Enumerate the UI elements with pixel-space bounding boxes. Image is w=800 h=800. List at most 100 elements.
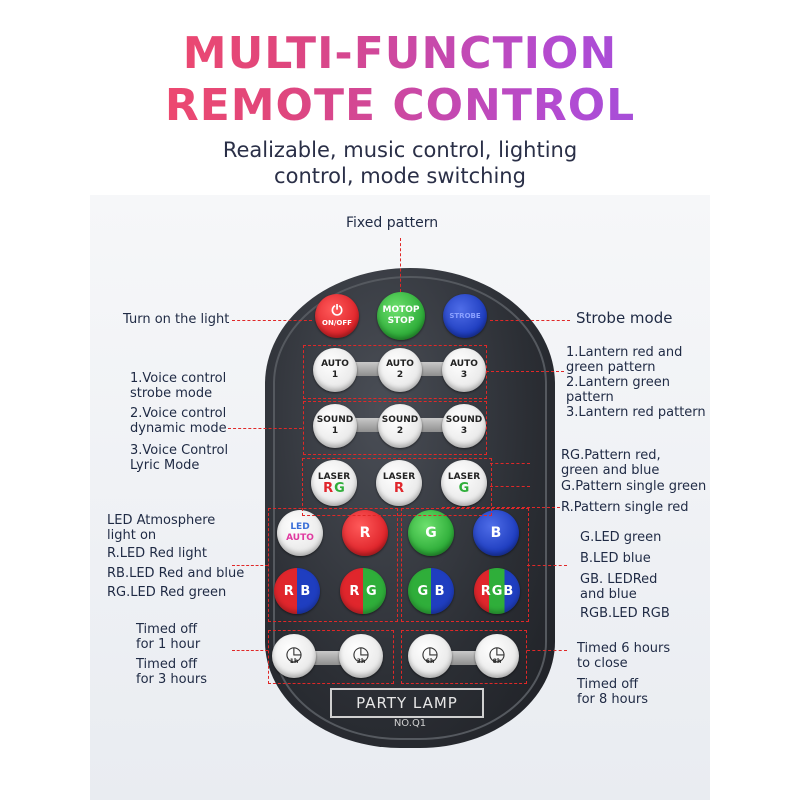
led-atmosphere-line-b: light on (107, 528, 157, 543)
timer-6h-button[interactable]: ◷ 6h (408, 634, 452, 678)
lantern-line (486, 371, 564, 372)
remote-body (265, 268, 555, 748)
power-icon: ⏻ (331, 302, 343, 319)
laser-r-button[interactable]: LASER R (376, 460, 422, 506)
g-letter: G (417, 583, 429, 599)
led-b-button[interactable]: B (473, 510, 519, 556)
g-letter: G (458, 481, 470, 496)
on-off-button[interactable]: ⏻ ON/OFF (315, 294, 359, 338)
g-letter: G (491, 583, 503, 599)
motor-label: MOTOP (382, 305, 420, 315)
r-led-label: R.LED Red light (107, 546, 207, 561)
rg-pattern-line-b: green and blue (561, 463, 660, 478)
auto-small-label: AUTO (286, 533, 314, 543)
timer-label: 6h (425, 657, 435, 665)
title-line-1: MULTI-FUNCTION (0, 28, 800, 79)
laser-label: LASER (447, 472, 481, 482)
b-letter: B (503, 583, 514, 599)
strobe-mode-label: Strobe mode (576, 309, 673, 327)
sound-label: SOUND (445, 415, 483, 425)
b-led-label: B.LED blue (580, 551, 651, 566)
led-auto-button[interactable]: LED AUTO (277, 510, 323, 556)
laser-g-button[interactable]: LASER G (441, 460, 487, 506)
r-letter: R (323, 481, 334, 496)
voice2-line-a: 2.Voice control (130, 406, 227, 421)
led-left-line (232, 565, 268, 566)
voice1-line-b: strobe mode (130, 386, 213, 401)
voice2-line-b: dynamic mode (130, 421, 227, 436)
fixed-pattern-label: Fixed pattern (346, 215, 439, 231)
rg-led-label: RG.LED Red green (107, 585, 227, 600)
timer-3h-line-b: for 3 hours (136, 672, 207, 687)
turn-on-line (232, 320, 312, 321)
led-atmosphere-line-a: LED Atmosphere (107, 513, 216, 528)
r-letter: R (283, 583, 294, 599)
lantern2-line-a: 2.Lantern green (566, 375, 670, 390)
laser-label: LASER (382, 472, 416, 482)
r-letter: R (349, 583, 360, 599)
num-label: 1 (331, 426, 339, 436)
led-g-button[interactable]: G (408, 510, 454, 556)
voice-line (228, 428, 302, 429)
timer-3h-button[interactable]: ◷ 3h (339, 634, 383, 678)
timer-label: 8h (492, 657, 502, 665)
r-pattern-label: R.Pattern single red (561, 500, 689, 515)
strobe-button[interactable]: STROBE (443, 294, 487, 338)
gb-led-line-a: GB. LEDRed (580, 572, 658, 587)
on-off-label: ON/OFF (322, 318, 352, 327)
timer-1h-button[interactable]: ◷ 1h (272, 634, 316, 678)
auto-label: AUTO (450, 359, 478, 369)
clock-icon: ◷ (488, 640, 506, 665)
gb-letters: G B (417, 583, 445, 599)
rb-led-label: RB.LED Red and blue (107, 566, 245, 581)
turn-on-label: Turn on the light (123, 312, 230, 327)
subtitle-line-1: Realizable, music control, lighting (222, 138, 578, 162)
timer-8h-line-b: for 8 hours (577, 692, 648, 707)
timer-8h-line-a: Timed off (577, 677, 639, 692)
r-letter: R (393, 481, 404, 496)
b-letter: B (300, 583, 311, 599)
led-rb-button[interactable]: R B (274, 568, 320, 614)
strobe-line (490, 320, 570, 321)
b-letter: B (490, 524, 502, 541)
lantern2-line-b: pattern (566, 390, 614, 405)
rgb-led-label: RGB.LED RGB (580, 606, 670, 621)
r-letter: R (480, 583, 491, 599)
g-letter: G (334, 481, 345, 496)
voice3-line-a: 3.Voice Control (130, 443, 229, 458)
timer-6h-line-b: to close (577, 656, 628, 671)
timer-6h-line-a: Timed 6 hours (577, 641, 671, 656)
timer-3h-line-a: Timed off (136, 657, 198, 672)
g-line (490, 486, 530, 487)
timer-label: 3h (356, 657, 366, 665)
stop-label: STOP (387, 316, 415, 326)
num-label: 3 (460, 370, 468, 380)
clock-icon: ◷ (352, 640, 370, 665)
led-right-line (527, 565, 567, 566)
led-rg-button[interactable]: R G (340, 568, 386, 614)
led-r-button[interactable]: R (342, 510, 388, 556)
timer-right-line (527, 650, 567, 651)
timer-1h-line-a: Timed off (136, 622, 198, 637)
voice1-line-a: 1.Voice control (130, 371, 227, 386)
auto-label: AUTO (386, 359, 414, 369)
b-letter: B (434, 583, 445, 599)
motor-stop-button[interactable]: MOTOP STOP (377, 292, 425, 340)
rg-line (490, 463, 530, 464)
clock-icon: ◷ (285, 640, 303, 665)
model-label: NO.Q1 (393, 718, 427, 729)
clock-icon: ◷ (421, 640, 439, 665)
timer-8h-button[interactable]: ◷ 8h (475, 634, 519, 678)
subtitle-line-2: control, mode switching (274, 164, 526, 188)
led-gb-button[interactable]: G B (408, 568, 454, 614)
num-label: 3 (460, 426, 468, 436)
g-led-label: G.LED green (580, 530, 662, 545)
